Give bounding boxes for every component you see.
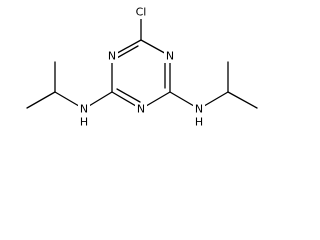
atom-cl-label: Cl: [136, 6, 147, 19]
atom-nh-right-h-label: H: [195, 116, 203, 129]
atom-n-bottom: N: [135, 103, 147, 116]
atom-nh-left: N H: [78, 103, 90, 129]
bond-c-left-n-bottom-double: [116, 88, 141, 103]
atom-n-bottom-label: N: [137, 103, 145, 116]
atom-labels: Cl N N N N H N H: [78, 6, 205, 129]
atom-nh-right: N H: [193, 103, 205, 129]
bonds: [26, 16, 258, 110]
bond-ch-right-methyl-right: [227, 91, 258, 109]
atom-nh-right-n-label: N: [195, 103, 203, 116]
atom-cl: Cl: [131, 6, 151, 19]
bond-c-n-top-left-double: [114, 45, 139, 60]
atom-n-top-right: N: [164, 50, 176, 63]
bond-ch-left-methyl-left: [26, 91, 56, 109]
atom-n-top-right-label: N: [166, 50, 174, 63]
atom-nh-left-h-label: H: [80, 116, 88, 129]
chemical-structure: Cl N N N N H N H: [26, 6, 258, 129]
atom-n-top-left-label: N: [108, 50, 116, 63]
atom-nh-left-n-label: N: [80, 103, 88, 116]
atom-n-top-left: N: [106, 50, 118, 63]
